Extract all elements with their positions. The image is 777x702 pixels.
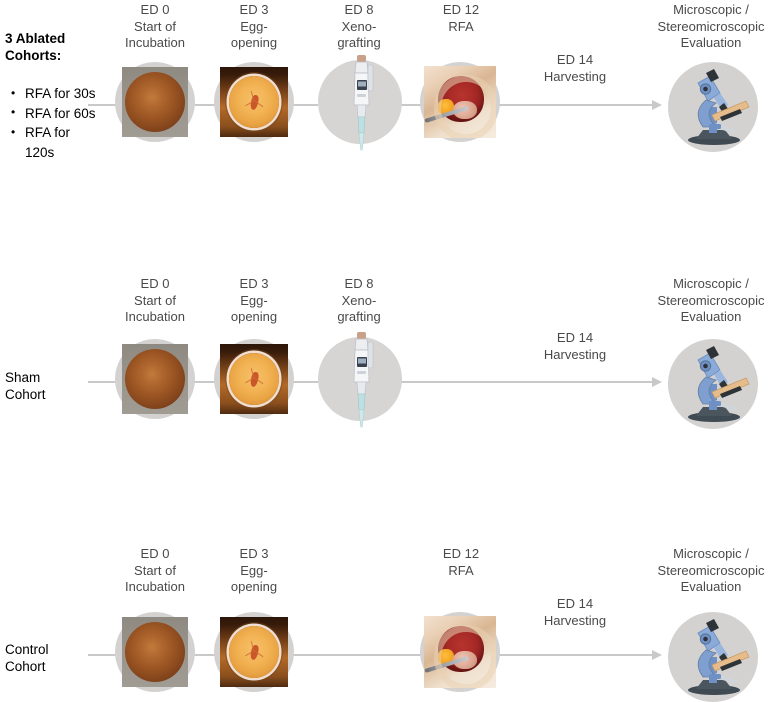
harvest-caption: ED 14 Harvesting [543,330,607,362]
micropipette-icon [353,55,374,151]
node-evaluation [668,612,758,702]
list-item: RFA for 30s [8,84,118,104]
list-item: RFA for 120s [8,123,118,162]
node-ed0 [115,339,195,419]
harvest-arrow-head [652,100,662,110]
ablated-bullet-list: RFA for 30s RFA for 60s RFA for 120s [8,84,118,162]
step-caption-ed8: ED 8 Xeno- grafting [337,276,381,324]
list-item: RFA for 60s [8,103,118,124]
node-ed8 [318,55,402,151]
connector-segment [290,104,318,106]
shell-rim [428,69,496,138]
step-caption-ed3: ED 3 Egg- opening [230,546,278,594]
node-ed3 [214,62,294,142]
harvest-arrow-line [498,654,652,656]
harvest-caption: ED 14 Harvesting [543,52,607,84]
egg-whole-photo [122,67,188,137]
step-caption-ed0: ED 0 Start of Incubation [125,2,185,50]
connector-segment [88,654,124,656]
connector-segment [88,381,124,383]
connector-segment [290,654,422,656]
egg-whole-photo [122,617,188,687]
step-caption-evaluation: Microscopic / Stereomicroscopic Evaluati… [657,2,765,50]
egg-sphere [124,348,186,410]
node-ed8 [318,332,402,428]
connector-segment [188,381,218,383]
node-evaluation [668,339,758,429]
node-evaluation [668,62,758,152]
cohort-label-control: Control Cohort [5,642,49,674]
node-ed3 [214,339,294,419]
cohort-label-sham: Sham Cohort [5,370,46,402]
microscope-icon [688,69,750,145]
node-ed3 [214,612,294,692]
harvest-caption: ED 14 Harvesting [543,596,607,628]
connector-segment [188,654,218,656]
egg-opened-photo [220,617,288,687]
harvest-arrow-line [498,104,652,106]
step-caption-ed0: ED 0 Start of Incubation [125,276,185,324]
rfa-surgery-photo [424,616,496,688]
shell-rim [428,619,496,688]
step-caption-evaluation: Microscopic / Stereomicroscopic Evaluati… [657,546,765,594]
egg-sphere [124,71,186,133]
microscope-icon [688,346,750,422]
node-ed0 [115,612,195,692]
harvest-arrow-head [652,377,662,387]
connector-segment [290,381,318,383]
connector-segment [88,104,124,106]
harvest-arrow-line [398,381,652,383]
connector-segment [392,104,422,106]
step-caption-ed12: ED 12 RFA [442,2,480,34]
node-ed12 [420,62,500,142]
step-caption-ed3: ED 3 Egg- opening [230,276,278,324]
harvest-arrow-head [652,650,662,660]
egg-opened-photo [220,344,288,414]
node-ed12 [420,612,500,692]
step-caption-evaluation: Microscopic / Stereomicroscopic Evaluati… [657,276,765,324]
cohort-label-ablated: 3 Ablated Cohorts: [5,31,66,63]
egg-opened-photo [220,67,288,137]
egg-sphere [124,621,186,683]
step-caption-ed0: ED 0 Start of Incubation [125,546,185,594]
rfa-surgery-photo [424,66,496,138]
egg-whole-photo [122,344,188,414]
step-caption-ed12: ED 12 RFA [442,546,480,578]
micropipette-icon [353,332,374,428]
connector-segment [188,104,218,106]
microscope-icon [688,619,750,695]
node-ed0 [115,62,195,142]
step-caption-ed8: ED 8 Xeno- grafting [337,2,381,50]
step-caption-ed3: ED 3 Egg- opening [230,2,278,50]
